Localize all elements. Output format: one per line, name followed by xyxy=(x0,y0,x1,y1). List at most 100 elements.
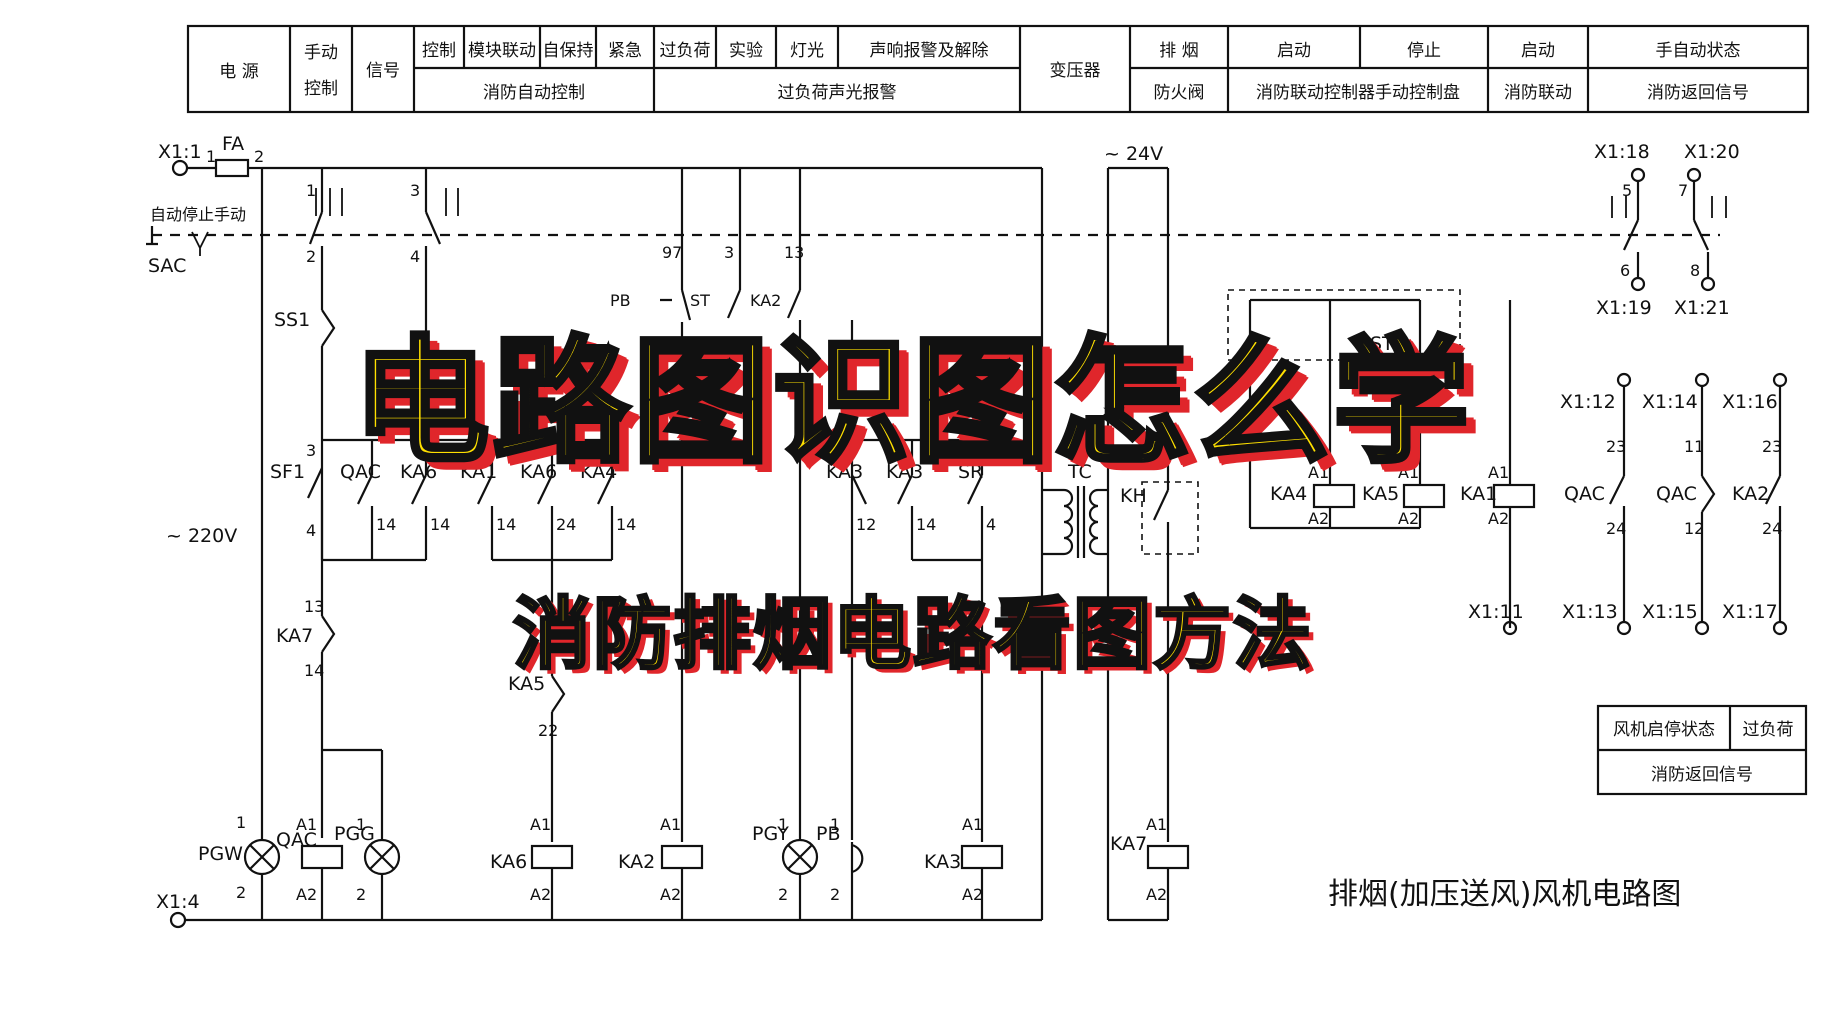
ka7-coil xyxy=(1146,844,1190,870)
pin-14f: 14 xyxy=(916,515,936,534)
status-overload: 过负荷 xyxy=(1743,720,1794,740)
label-qac-coil: QAC xyxy=(276,829,317,851)
sac-selector-icon xyxy=(191,231,209,256)
pin-a1f: A1 xyxy=(1308,463,1329,482)
status-return: 消防返回信号 xyxy=(1651,765,1753,785)
pin-13b: 13 xyxy=(784,243,804,262)
branch-6 xyxy=(851,438,1004,920)
label-ka5-a: KA5 xyxy=(508,673,545,695)
pin-23a: 23 xyxy=(1606,437,1626,456)
pin-a1d: A1 xyxy=(962,815,983,834)
label-ka6-coil: KA6 xyxy=(490,851,527,873)
sac-handle xyxy=(146,226,158,246)
pin-23b: 23 xyxy=(1762,437,1782,456)
ka3-coil xyxy=(960,844,1004,870)
header-table xyxy=(186,24,1810,114)
power-rails xyxy=(169,158,1044,929)
term-x1-11: X1:11 xyxy=(1468,601,1524,623)
label-ka2-top: KA2 xyxy=(750,291,781,310)
pin-a1h: A1 xyxy=(1488,463,1509,482)
hdr-alarm: 声响报警及解除 xyxy=(870,41,989,61)
pin-a2d: A2 xyxy=(962,885,983,904)
hdr-start: 启动 xyxy=(1277,41,1311,61)
voltage-220: ~ 220V xyxy=(166,525,237,547)
term-x1-19: X1:19 xyxy=(1596,297,1652,319)
hdr-stop: 停止 xyxy=(1407,41,1441,61)
term-x1-12: X1:12 xyxy=(1560,391,1616,413)
fuse-pin-1: 1 xyxy=(206,147,216,166)
pin-2b: 2 xyxy=(236,883,246,902)
pin-a1e: A1 xyxy=(1146,815,1167,834)
pin-a2e: A2 xyxy=(1146,885,1167,904)
branch-1 xyxy=(300,168,344,920)
pin-3a: 3 xyxy=(410,181,420,200)
kh-dashed-box xyxy=(1141,481,1199,555)
pin-4a: 4 xyxy=(410,247,420,266)
pin-14c: 14 xyxy=(430,515,450,534)
pin-14a: 14 xyxy=(304,661,324,680)
hdr-overload: 过负荷 xyxy=(660,41,711,61)
hdr-start-2: 启动 xyxy=(1521,41,1555,61)
label-ka7-coil: KA7 xyxy=(1110,833,1147,855)
pin-3b: 3 xyxy=(306,441,316,460)
label-ka1-coil: KA1 xyxy=(1460,483,1497,505)
term-x1-16: X1:16 xyxy=(1722,391,1778,413)
pin-5: 5 xyxy=(1622,181,1632,200)
label-ka1-a: KA1 xyxy=(460,461,497,483)
pin-a2b: A2 xyxy=(530,885,551,904)
label-qac-a: QAC xyxy=(340,461,381,483)
voltage-24: ~ 24V xyxy=(1104,143,1163,165)
pin-1e: 1 xyxy=(830,815,840,834)
pin-13a: 13 xyxy=(304,597,324,616)
term-x1-18: X1:18 xyxy=(1594,141,1650,163)
pin-a1b: A1 xyxy=(530,815,551,834)
fuse-pin-2: 2 xyxy=(254,147,264,166)
term-x1-17: X1:17 xyxy=(1722,601,1778,623)
branch-1b xyxy=(322,438,428,840)
term-x1-15: X1:15 xyxy=(1642,601,1698,623)
buzzer-pb xyxy=(850,842,864,874)
pin-1c: 1 xyxy=(356,815,366,834)
pin-12b: 12 xyxy=(1684,519,1704,538)
hdr-overload-alarm: 过负荷声光报警 xyxy=(778,83,897,103)
ka7-contact xyxy=(321,615,336,653)
label-st3: ST3 xyxy=(1370,333,1406,355)
status-fan: 风机启停状态 xyxy=(1613,720,1715,740)
hdr-damper: 防火阀 xyxy=(1154,83,1205,103)
indicator-lamps xyxy=(243,838,401,920)
label-pb: PB xyxy=(816,823,841,845)
hdr-control: 控制 xyxy=(422,41,456,61)
pin-6: 6 xyxy=(1620,261,1630,280)
pin-14e: 14 xyxy=(616,515,636,534)
label-ka5-coil: KA5 xyxy=(1362,483,1399,505)
label-ka3-b: KA3 xyxy=(886,461,923,483)
hdr-light: 灯光 xyxy=(790,41,824,61)
branch-2 xyxy=(424,168,459,440)
hdr-manual-panel: 消防联动控制器手动控制盘 xyxy=(1256,83,1460,103)
branch-5 xyxy=(726,168,864,920)
diagram-caption: 排烟(加压送风)风机电路图 xyxy=(1328,877,1681,912)
ss1-contact xyxy=(321,309,336,347)
hdr-auto-status: 手自动状态 xyxy=(1656,41,1741,61)
term-x1-20: X1:20 xyxy=(1684,141,1740,163)
pin-2c: 2 xyxy=(356,885,366,904)
pin-7: 7 xyxy=(1678,181,1688,200)
sac-modes: 自动停止手动 xyxy=(150,205,246,224)
pin-a2f: A2 xyxy=(1308,509,1329,528)
pin-97: 97 xyxy=(662,243,682,262)
hdr-module: 模块联动 xyxy=(468,41,536,61)
label-ka3-a: KA3 xyxy=(826,461,863,483)
pin-a1a: A1 xyxy=(296,815,317,834)
ka6-coil xyxy=(530,844,574,870)
pin-a2c: A2 xyxy=(660,885,681,904)
pin-12a: 12 xyxy=(856,515,876,534)
pin-1d: 1 xyxy=(778,815,788,834)
pin-a2h: A2 xyxy=(1488,509,1509,528)
status-table xyxy=(1596,704,1808,796)
branch-4 xyxy=(660,168,704,920)
hdr-transformer: 变压器 xyxy=(1050,61,1101,81)
label-sr: SR xyxy=(958,461,983,483)
pin-24a: 24 xyxy=(556,515,576,534)
pin-3c: 3 xyxy=(724,243,734,262)
